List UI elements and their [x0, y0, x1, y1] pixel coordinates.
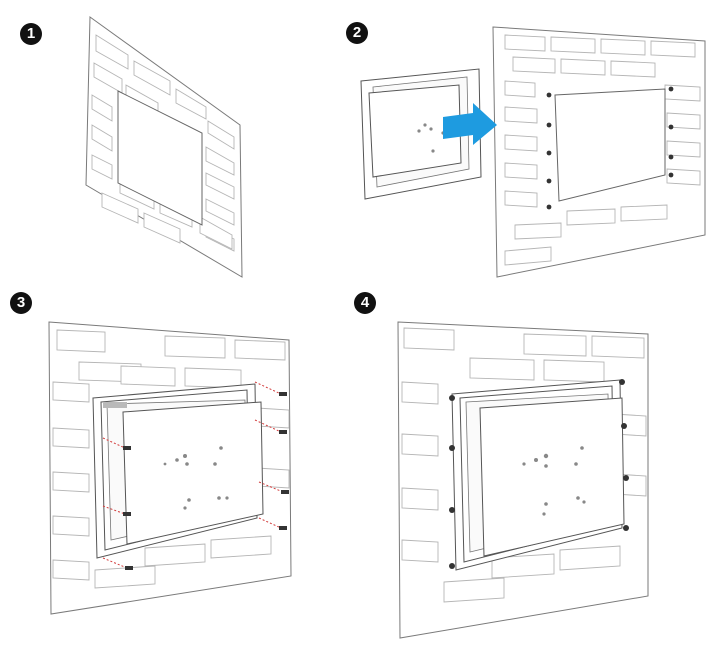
step-2-insert-panel-illustration: [355, 25, 710, 280]
panel-pc: [465, 393, 625, 557]
wall-cutout: [117, 90, 203, 226]
insert-direction-arrow: [443, 103, 497, 145]
step-1-badge: 1: [20, 23, 42, 45]
step-3-badge: 3: [10, 292, 32, 314]
step-3-fasten-screws-illustration: [45, 318, 345, 648]
wall-bricks: [504, 34, 701, 266]
installed-screws: [449, 379, 629, 569]
step-2-badge: 2: [346, 22, 368, 44]
mounting-hole-markers: [546, 86, 674, 210]
panel-pc: [106, 399, 264, 545]
step-4-installed-panel-illustration: [394, 318, 694, 648]
wall-bricks: [401, 327, 647, 603]
step-4-badge: 4: [354, 292, 376, 314]
panel-pc: [360, 68, 482, 200]
wall-bricks: [52, 329, 290, 589]
step-1-wall-cutout-illustration: [82, 15, 252, 280]
wall-cutout: [554, 88, 666, 202]
mounting-screws: [102, 381, 289, 570]
